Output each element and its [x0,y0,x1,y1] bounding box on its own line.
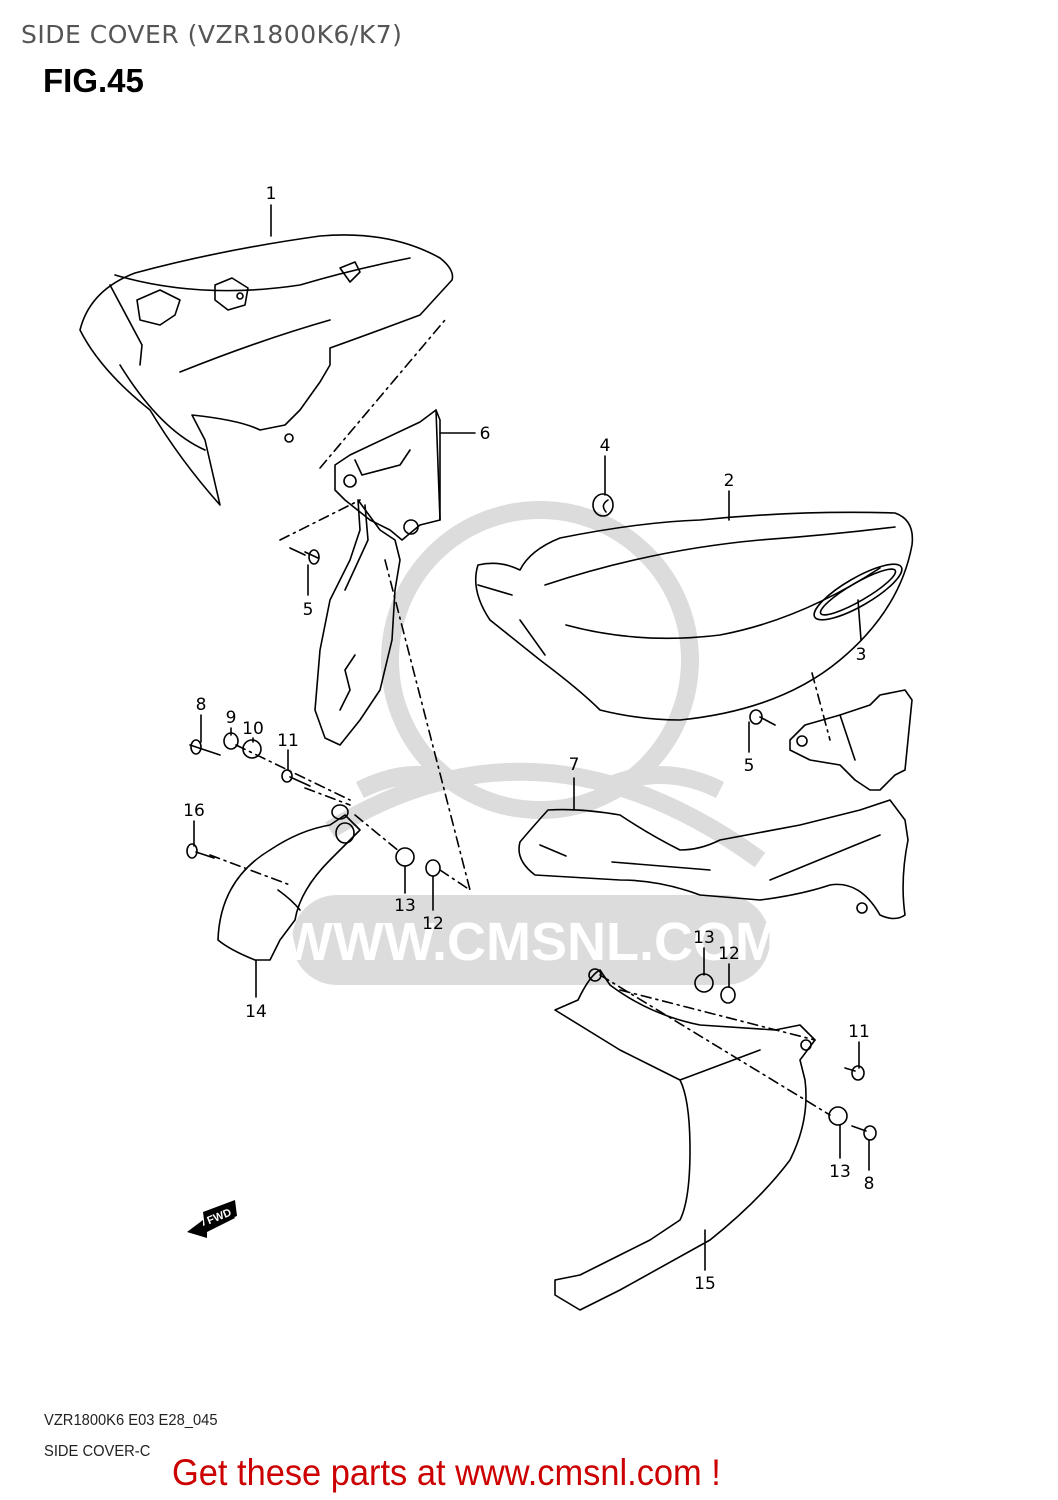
leader-lines [193,204,870,1271]
callout-13-right-top: 13 [693,928,715,948]
callout-7: 7 [569,755,580,775]
callout-11-right: 11 [848,1022,870,1042]
callout-11-left: 11 [277,731,299,751]
part-5-screw-left [289,547,320,565]
fasteners-left [186,732,441,877]
fwd-arrow-icon: FWD [187,1200,237,1238]
callout-10: 10 [242,719,264,739]
assembly-lines [209,319,831,1116]
model-code: VZR1800K6 E03 E28_045 [44,1412,218,1429]
callout-6: 6 [480,424,491,444]
part-7-upper-bracket [789,689,913,791]
promo-link[interactable]: Get these parts at www.cmsnl.com ! [172,1452,721,1493]
callout-5-left: 5 [303,600,314,620]
diagram-title: SIDE COVER (VZR1800K6/K7) [21,20,403,49]
callout-2: 2 [724,471,735,491]
callout-12-right: 12 [718,944,740,964]
callout-3: 3 [856,645,867,665]
callout-8-right: 8 [864,1174,875,1194]
part-3-emblem [813,563,903,621]
callout-16: 16 [183,801,205,821]
callout-14: 14 [245,1002,267,1022]
part-4-grommet [592,493,614,517]
callout-labels: 1 2 3 4 5 5 6 7 8 8 9 10 11 11 12 12 13 … [183,184,874,1294]
fasteners-right [694,973,877,1141]
watermark [292,501,770,985]
part-1-tail-cover [79,234,454,506]
part-2-side-cover [474,511,914,721]
part-7-lower-cover [518,799,909,920]
part-6-bracket [334,409,441,541]
part-14-cover [217,804,361,961]
part-15-lower-cover [554,968,816,1311]
figure-number: FIG.45 [43,62,144,99]
callout-8-left: 8 [196,695,207,715]
callout-13-right-bottom: 13 [829,1162,851,1182]
callout-13-left: 13 [394,896,416,916]
callout-5-right: 5 [744,756,755,776]
callout-1: 1 [266,184,277,204]
callout-9: 9 [226,708,237,728]
part-6-panel [314,499,401,746]
callout-4: 4 [600,436,611,456]
watermark-text: WWW.CMSNL.COM [282,912,780,972]
callout-12-left: 12 [422,914,444,934]
part-5-screw-right [749,709,776,726]
callout-15: 15 [694,1274,716,1294]
diagram-subtitle: SIDE COVER-C [44,1443,151,1460]
